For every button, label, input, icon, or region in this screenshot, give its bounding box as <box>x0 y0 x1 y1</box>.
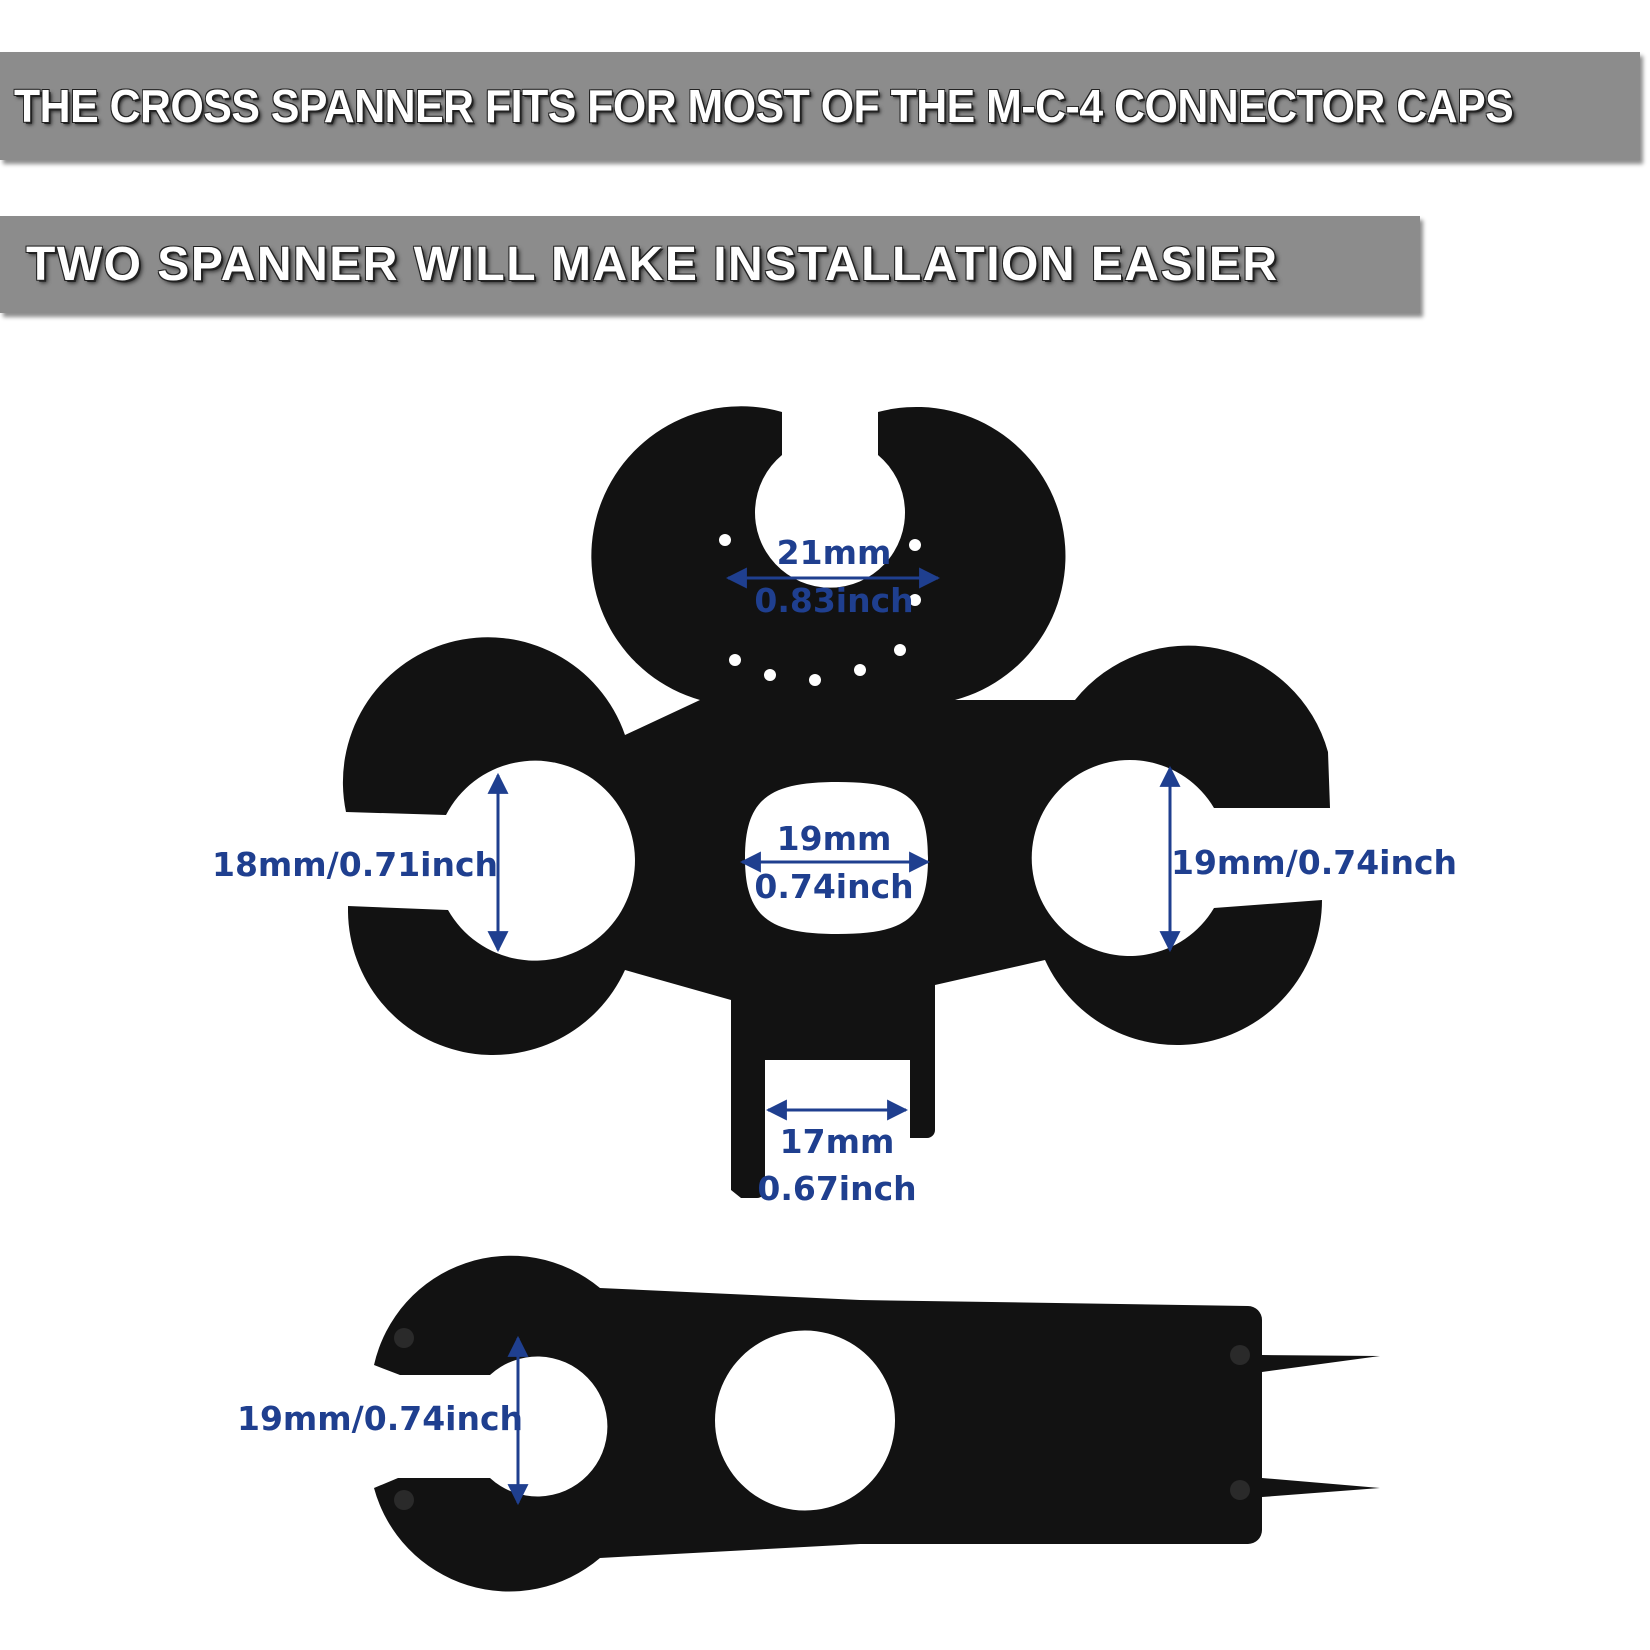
flat-spanner-body <box>374 1255 1380 1592</box>
cross-spanner-body <box>342 406 1331 1198</box>
left-jaw-label: 18mm/0.71inch <box>212 845 498 884</box>
top-jaw-mm-label: 21mm <box>777 533 892 572</box>
bottom-fork-inch-label: 0.67inch <box>757 1169 916 1208</box>
banner-cross-spanner-fit: THE CROSS SPANNER FITS FOR MOST OF THE M… <box>0 52 1640 160</box>
dimension-arrows <box>487 567 1181 1506</box>
banner-two-spanner: TWO SPANNER WILL MAKE INSTALLATION EASIE… <box>0 216 1420 313</box>
center-hole-inch-label: 0.74inch <box>754 867 913 906</box>
flat-spanner <box>374 1255 1380 1592</box>
banner-cross-spanner-fit-text: THE CROSS SPANNER FITS FOR MOST OF THE M… <box>14 80 1514 132</box>
cross-spanner <box>342 406 1331 1198</box>
top-jaw-teeth <box>719 534 921 686</box>
top-jaw-inch-label: 0.83inch <box>754 581 913 620</box>
banner-two-spanner-text: TWO SPANNER WILL MAKE INSTALLATION EASIE… <box>26 238 1279 291</box>
bottom-fork-mm-label: 17mm <box>780 1122 895 1161</box>
center-hole-mm-label: 19mm <box>777 819 892 858</box>
flat-jaw-label: 19mm/0.74inch <box>237 1399 523 1438</box>
right-jaw-label: 19mm/0.74inch <box>1171 843 1457 882</box>
